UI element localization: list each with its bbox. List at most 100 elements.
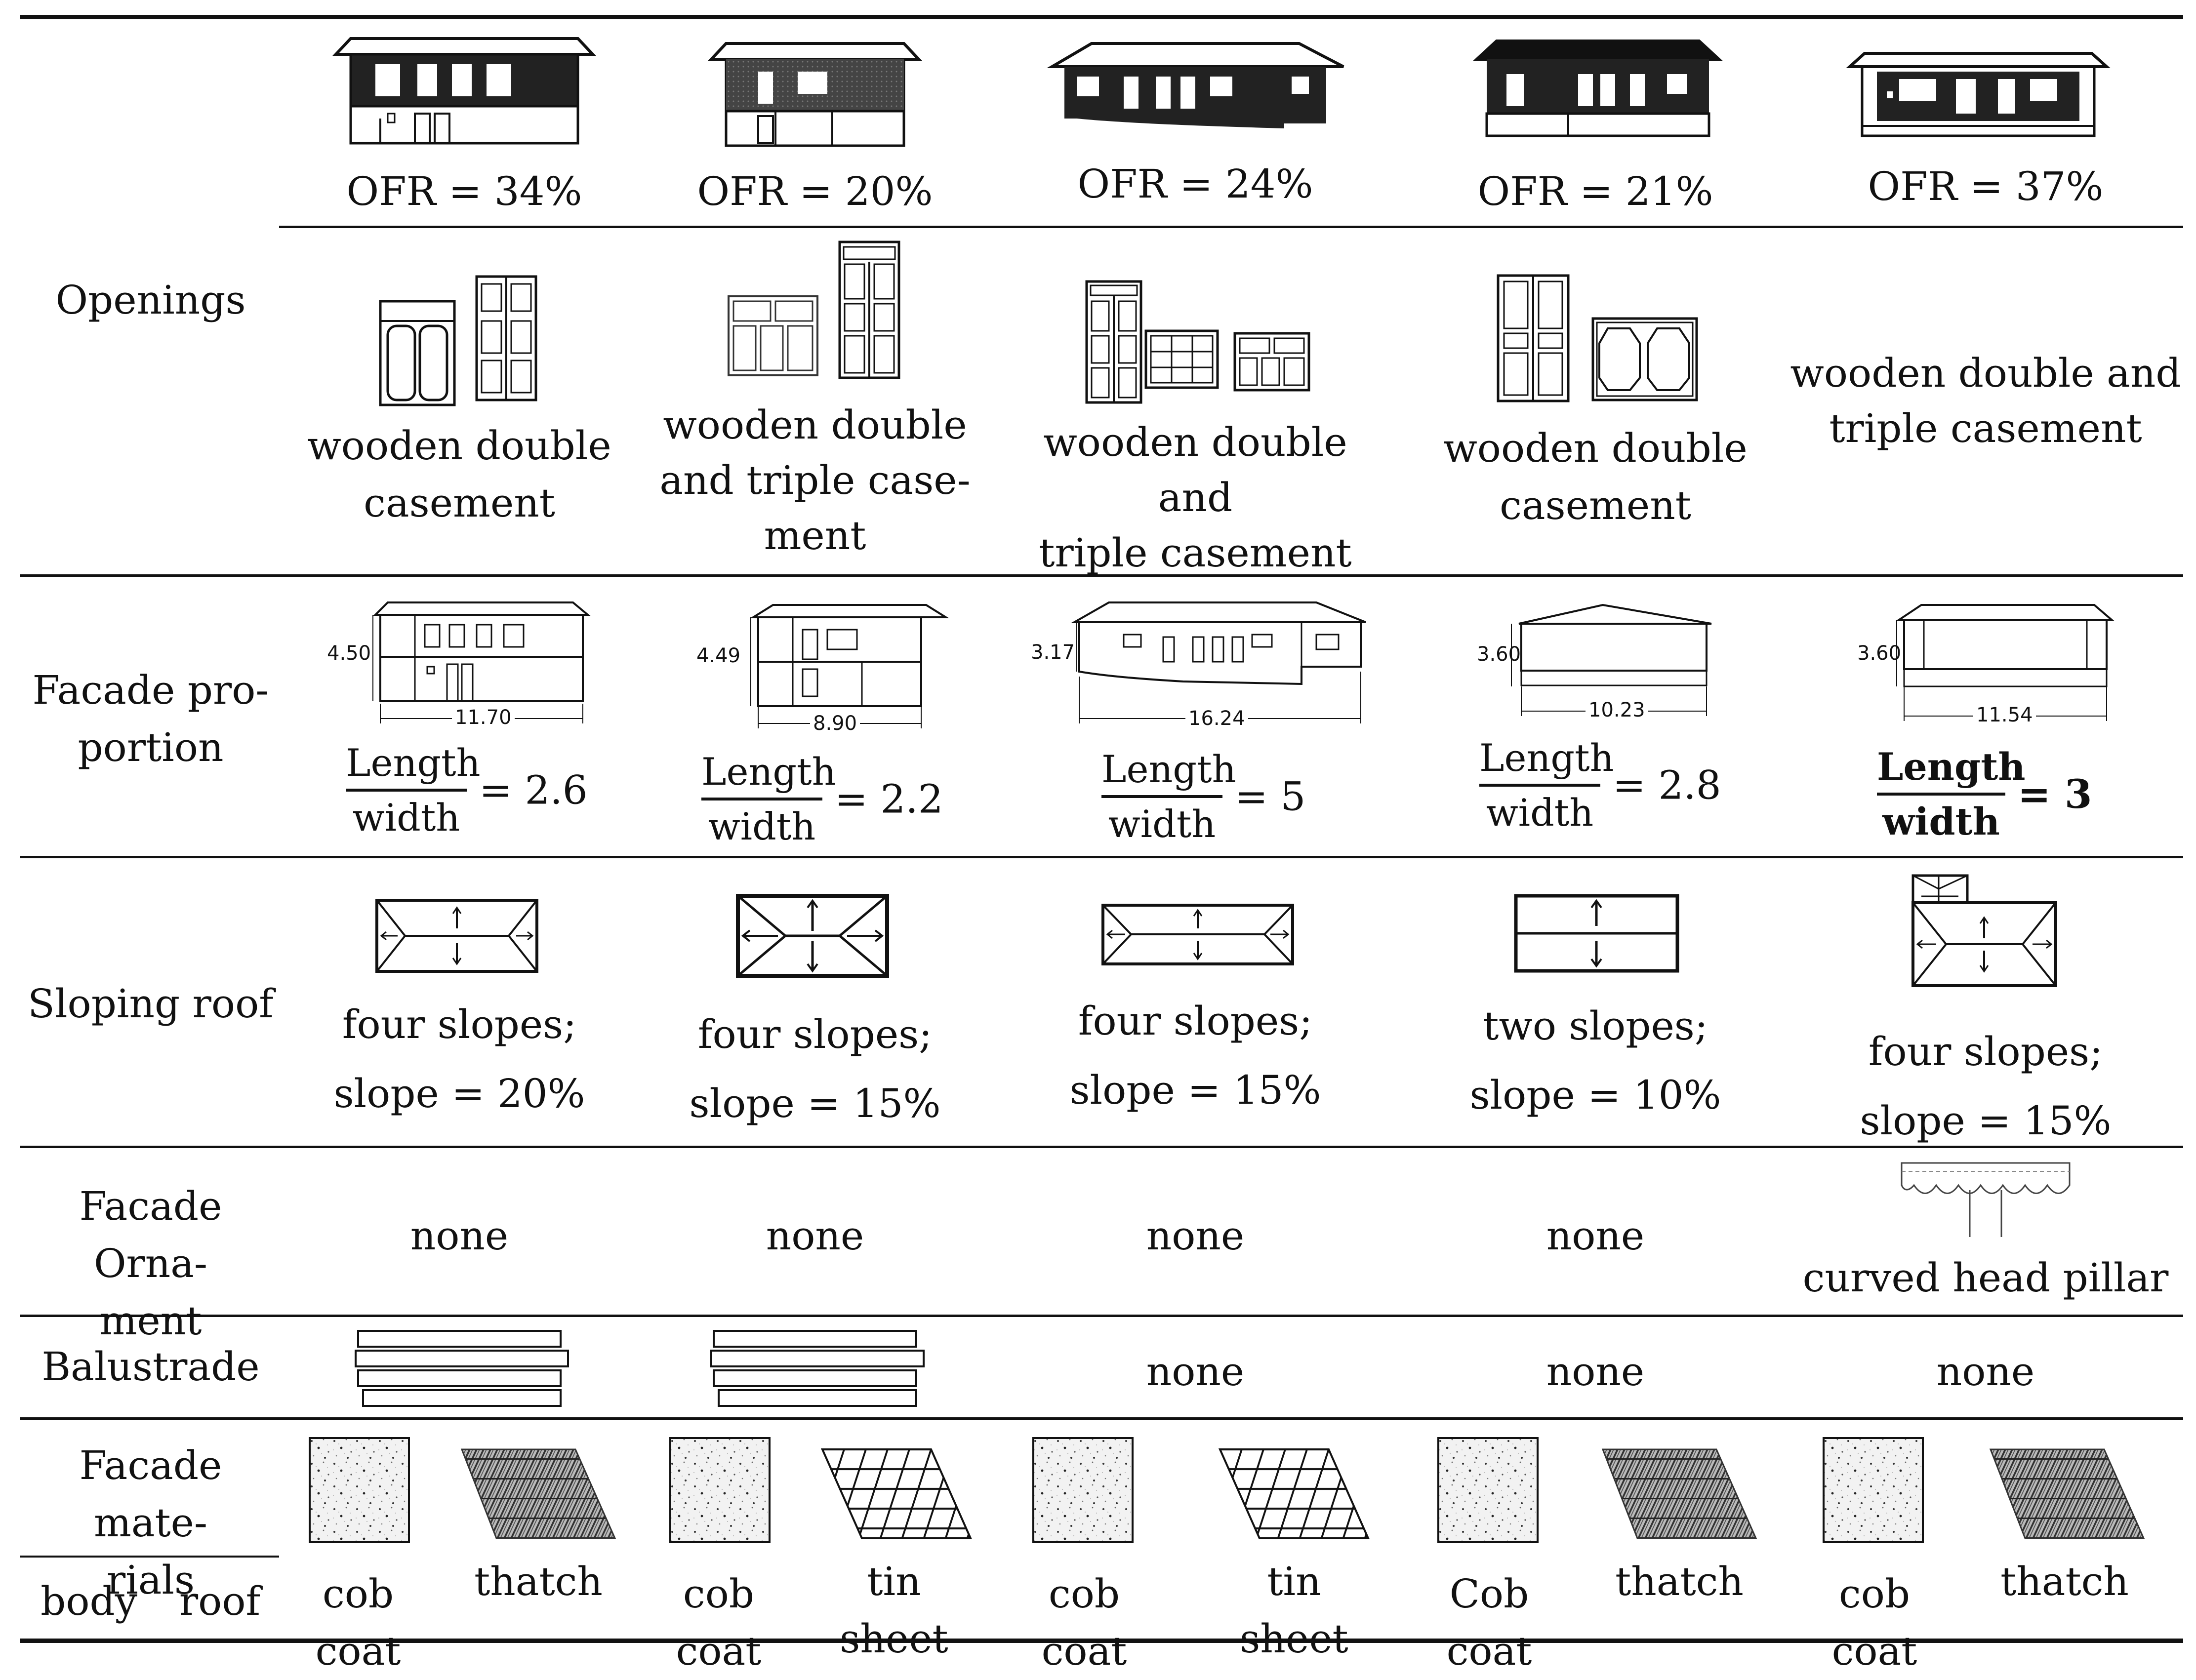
row-label-facade-ornament: Facade Orna- ment (79, 1183, 222, 1344)
roof-text-2: four slopes; slope = 15% (689, 1011, 941, 1126)
row-label-facade-proportion: Facade pro- portion (32, 667, 269, 770)
ofr-value-4: OFR = 21% (1477, 168, 1713, 214)
openings-text-3: wooden double and triple casement (1039, 419, 1352, 576)
ratio-numerator-2: Length (701, 750, 836, 794)
row-divider-roof (20, 1146, 2183, 1148)
ornament-text-5: curved head pillar (1802, 1255, 2169, 1301)
window-drawing-4 (1497, 274, 1698, 402)
row-divider-proportion (20, 856, 2183, 858)
elevation-drawing-3 (1046, 42, 1344, 128)
ratio-numerator-5: Length (1877, 745, 2026, 789)
ratio-numerator-1: Length (346, 741, 481, 785)
tin-sheet-swatch-3 (1218, 1448, 1370, 1539)
ratio-fraction-2: Length width = 2.2 (701, 750, 943, 848)
cob-coat-swatch-5 (1823, 1437, 1924, 1543)
body-material-2: cob coat (676, 1571, 762, 1674)
window-drawing-3 (1085, 280, 1310, 404)
openings-text-4: wooden double casement (1443, 425, 1748, 528)
ratio-denominator-4: width (1486, 791, 1594, 835)
table-bottom-rule (20, 1639, 2183, 1643)
dim-length-2: 8.90 (810, 712, 860, 735)
ratio-denominator-3: width (1108, 802, 1216, 846)
ratio-value-4: = 2.8 (1613, 762, 1721, 808)
elevation-drawing-2 (708, 42, 922, 147)
balustrade-text-5: none (1936, 1349, 2035, 1395)
proportion-drawing-4 (1511, 603, 1712, 716)
roof-plan-4 (1514, 894, 1679, 973)
roof-text-4: two slopes; slope = 10% (1469, 1003, 1721, 1118)
dim-length-5: 11.54 (1973, 704, 2036, 726)
roof-text-1: four slopes; slope = 20% (333, 1001, 585, 1117)
row-divider-openings (20, 574, 2183, 577)
table-top-rule (20, 15, 2183, 19)
thatch-swatch-4 (1601, 1448, 1757, 1539)
roof-material-4: thatch (1615, 1559, 1744, 1604)
openings-text-5: wooden double and triple casement (1790, 350, 2181, 451)
openings-text-2: wooden double and triple case- ment (659, 402, 971, 559)
ratio-numerator-3: Length (1101, 747, 1236, 791)
ofr-value-2: OFR = 20% (697, 168, 933, 214)
ofr-value-1: OFR = 34% (346, 168, 582, 214)
roof-material-2: tin sheet (840, 1559, 948, 1662)
ornament-text-2: none (766, 1213, 864, 1259)
row-label-balustrade: Balustrade (41, 1344, 260, 1390)
ofr-value-3: OFR = 24% (1077, 161, 1313, 207)
ornament-text-1: none (410, 1213, 509, 1259)
roof-text-5: four slopes; slope = 15% (1860, 1029, 2112, 1144)
row-label-facade-materials: Facade mate- rials (79, 1442, 222, 1603)
cob-coat-swatch-3 (1032, 1437, 1134, 1543)
roof-material-1: thatch (474, 1559, 603, 1604)
ratio-denominator-5: width (1882, 800, 2000, 843)
row-label-openings: Openings (55, 277, 246, 323)
elevation-drawing-1 (332, 37, 596, 145)
ornament-text-4: none (1546, 1213, 1645, 1259)
roof-plan-3 (1101, 904, 1294, 965)
window-drawing-2 (728, 240, 900, 379)
cob-coat-swatch-1 (309, 1437, 410, 1543)
sub-label-roof: roof (179, 1578, 261, 1624)
ratio-denominator-2: width (708, 804, 816, 848)
dim-length-1: 11.70 (452, 706, 515, 729)
cob-coat-swatch-4 (1437, 1437, 1539, 1543)
ratio-fraction-4: Length width = 2.8 (1479, 736, 1721, 835)
body-material-4: Cob coat (1446, 1571, 1532, 1674)
dim-height-5: 3.60 (1857, 642, 1902, 665)
sub-label-body: body (41, 1578, 137, 1624)
ratio-value-1: = 2.6 (479, 767, 588, 813)
ratio-value-3: = 5 (1235, 773, 1306, 820)
curved-head-pillar-drawing (1901, 1162, 2071, 1237)
ofr-value-5: OFR = 37% (1868, 163, 2104, 209)
dim-height-4: 3.60 (1477, 643, 1521, 666)
thatch-swatch-5 (1989, 1448, 2145, 1539)
dim-height-3: 3.17 (1031, 641, 1075, 664)
ratio-fraction-5: Length width = 3 (1877, 745, 2092, 843)
dim-length-4: 10.23 (1586, 699, 1648, 721)
body-material-5: cob coat (1831, 1571, 1917, 1674)
ratio-numerator-4: Length (1479, 736, 1614, 780)
roof-material-5: thatch (2000, 1559, 2129, 1604)
ratio-value-2: = 2.2 (835, 776, 943, 822)
dim-length-3: 16.24 (1185, 707, 1248, 730)
balustrade-drawing-1 (355, 1330, 569, 1407)
ratio-fraction-3: Length width = 5 (1101, 747, 1305, 846)
cob-coat-swatch-2 (669, 1437, 771, 1543)
materials-sub-rule (20, 1556, 279, 1558)
ofr-divider-rule (279, 226, 2183, 228)
dim-height-2: 4.49 (696, 644, 741, 667)
ratio-fraction-1: Length width = 2.6 (346, 741, 588, 840)
tin-sheet-swatch-2 (820, 1448, 973, 1539)
elevation-drawing-4 (1473, 40, 1723, 137)
row-divider-ornament (20, 1315, 2183, 1317)
ornament-text-3: none (1146, 1213, 1245, 1259)
roof-plan-2 (736, 894, 889, 978)
balustrade-drawing-2 (710, 1330, 925, 1407)
ratio-value-5: = 3 (2018, 771, 2092, 817)
ratio-denominator-1: width (352, 796, 460, 840)
balustrade-text-4: none (1546, 1349, 1645, 1395)
roof-plan-1 (375, 899, 538, 973)
proportion-drawing-3 (1070, 601, 1366, 723)
openings-text-1: wooden double casement (307, 423, 611, 526)
row-label-sloping-roof: Sloping roof (28, 981, 274, 1027)
thatch-swatch-1 (460, 1448, 616, 1539)
roof-material-3: tin sheet (1240, 1559, 1348, 1662)
